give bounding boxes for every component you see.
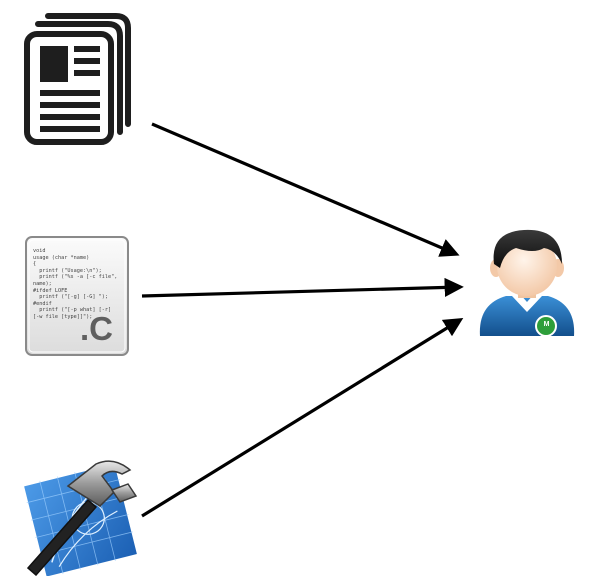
source-code-text: void usage (char *name) { printf ("Usage… xyxy=(33,248,118,320)
user-badge-label: M xyxy=(543,321,550,328)
c-source-file-icon xyxy=(25,236,129,356)
file-extension-label: .C xyxy=(80,310,113,347)
arrow-source-to-user xyxy=(141,277,464,298)
document-icon xyxy=(24,13,131,145)
arrow-xcode-to-user xyxy=(141,317,464,518)
user-avatar-icon xyxy=(479,229,575,337)
arrow-document-to-user xyxy=(151,122,460,257)
xcode-hammer-icon xyxy=(20,460,141,576)
